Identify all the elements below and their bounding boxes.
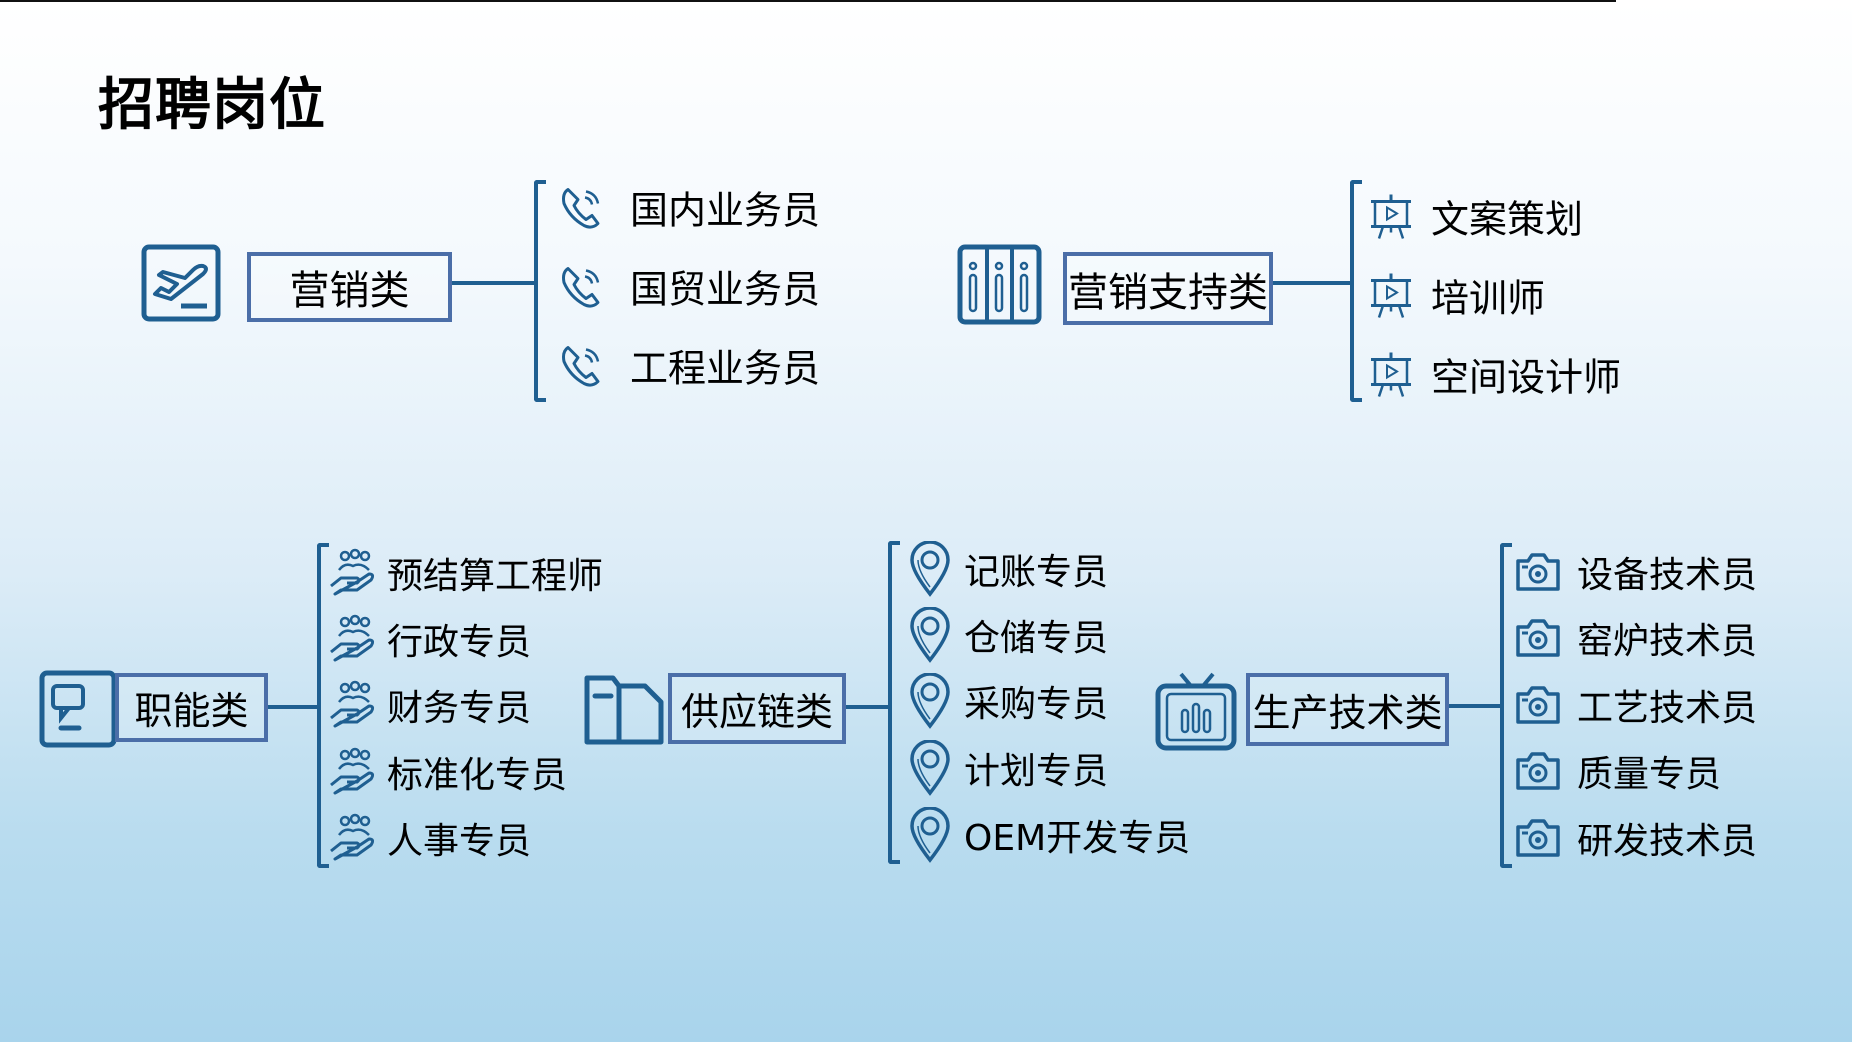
camera-icon [1514, 750, 1577, 792]
position-label: 标准化专员 [387, 755, 568, 796]
chat-board-icon [39, 670, 117, 748]
category-box[interactable]: 供应链类 [668, 673, 846, 744]
position-label: OEM开发专员 [964, 818, 1191, 859]
server-icon [957, 244, 1042, 325]
phone-icon [558, 262, 630, 310]
map-pin-icon [908, 607, 964, 663]
position-item[interactable]: 财务专员 [327, 679, 531, 731]
team-hand-icon [327, 680, 387, 730]
position-label: 国贸业务员 [630, 267, 821, 312]
position-item[interactable]: 采购专员 [908, 673, 1108, 729]
position-label: 国内业务员 [630, 188, 821, 233]
map-pin-icon [908, 740, 964, 796]
top-border [0, 0, 1616, 2]
position-item[interactable]: 行政专员 [327, 613, 531, 665]
position-label: 记账专员 [964, 552, 1109, 593]
connector-line [452, 281, 534, 285]
position-item[interactable]: 工程业务员 [558, 338, 820, 393]
camera-icon [1514, 551, 1577, 593]
category-box[interactable]: 职能类 [115, 673, 268, 742]
bracket [1500, 543, 1512, 868]
bracket [888, 541, 900, 864]
connector-line [1273, 281, 1350, 285]
map-pin-icon [908, 807, 964, 863]
position-label: 文案策划 [1431, 197, 1584, 242]
category-label: 职能类 [134, 689, 249, 733]
category-label: 营销支持类 [1068, 269, 1268, 316]
position-label: 质量专员 [1577, 754, 1722, 795]
position-label: 仓储专员 [964, 618, 1109, 659]
position-item[interactable]: 人事专员 [327, 812, 531, 864]
position-label: 设备技术员 [1577, 555, 1758, 596]
position-item[interactable]: 计划专员 [908, 740, 1108, 796]
position-label: 工艺技术员 [1577, 688, 1758, 729]
category-label: 营销类 [289, 268, 410, 314]
position-label: 计划专员 [964, 751, 1109, 792]
connector-line [268, 705, 317, 709]
category-box[interactable]: 营销支持类 [1063, 252, 1273, 325]
position-label: 培训师 [1431, 276, 1546, 321]
position-item[interactable]: 工艺技术员 [1514, 679, 1757, 731]
position-label: 空间设计师 [1431, 355, 1622, 400]
position-label: 人事专员 [387, 821, 532, 862]
category-label: 供应链类 [680, 690, 833, 734]
presentation-easel-icon [1368, 350, 1431, 398]
presentation-easel-icon [1368, 192, 1431, 240]
position-item[interactable]: 空间设计师 [1368, 347, 1621, 402]
camera-icon [1514, 617, 1577, 659]
camera-icon [1514, 684, 1577, 726]
presentation-easel-icon [1368, 271, 1431, 319]
connector-line [1449, 704, 1500, 708]
position-label: 采购专员 [964, 684, 1109, 725]
category-box[interactable]: 生产技术类 [1246, 673, 1449, 746]
position-label: 财务专员 [387, 688, 532, 729]
position-item[interactable]: 设备技术员 [1514, 546, 1757, 598]
position-item[interactable]: 窑炉技术员 [1514, 612, 1757, 664]
position-item[interactable]: 国贸业务员 [558, 259, 820, 314]
tv-chart-icon [1155, 670, 1237, 752]
position-item[interactable]: 研发技术员 [1514, 812, 1757, 864]
team-hand-icon [327, 614, 387, 664]
team-hand-icon [327, 813, 387, 863]
camera-icon [1514, 817, 1577, 859]
position-item[interactable]: 文案策划 [1368, 189, 1583, 244]
phone-icon [558, 183, 630, 231]
position-label: 预结算工程师 [387, 556, 604, 597]
team-hand-icon [327, 548, 387, 598]
position-item[interactable]: 记账专员 [908, 541, 1108, 597]
position-item[interactable]: OEM开发专员 [908, 807, 1190, 863]
phone-icon [558, 341, 630, 389]
position-item[interactable]: 仓储专员 [908, 607, 1108, 663]
bracket [1350, 180, 1362, 402]
position-label: 研发技术员 [1577, 821, 1758, 862]
map-pin-icon [908, 673, 964, 729]
position-item[interactable]: 预结算工程师 [327, 547, 603, 599]
position-label: 窑炉技术员 [1577, 621, 1758, 662]
position-item[interactable]: 培训师 [1368, 268, 1545, 323]
category-label: 生产技术类 [1252, 691, 1443, 735]
category-box[interactable]: 营销类 [247, 252, 452, 322]
plane-ticket-icon [141, 244, 221, 322]
map-pin-icon [908, 541, 964, 597]
connector-line [846, 705, 888, 709]
page-title: 招聘岗位 [98, 73, 326, 138]
position-item[interactable]: 国内业务员 [558, 180, 820, 235]
team-hand-icon [327, 747, 387, 797]
position-label: 行政专员 [387, 622, 532, 663]
position-item[interactable]: 质量专员 [1514, 745, 1721, 797]
bracket [317, 543, 329, 868]
position-item[interactable]: 标准化专员 [327, 746, 567, 798]
position-label: 工程业务员 [630, 346, 821, 391]
folder-icon [583, 672, 665, 746]
bracket [534, 180, 546, 402]
